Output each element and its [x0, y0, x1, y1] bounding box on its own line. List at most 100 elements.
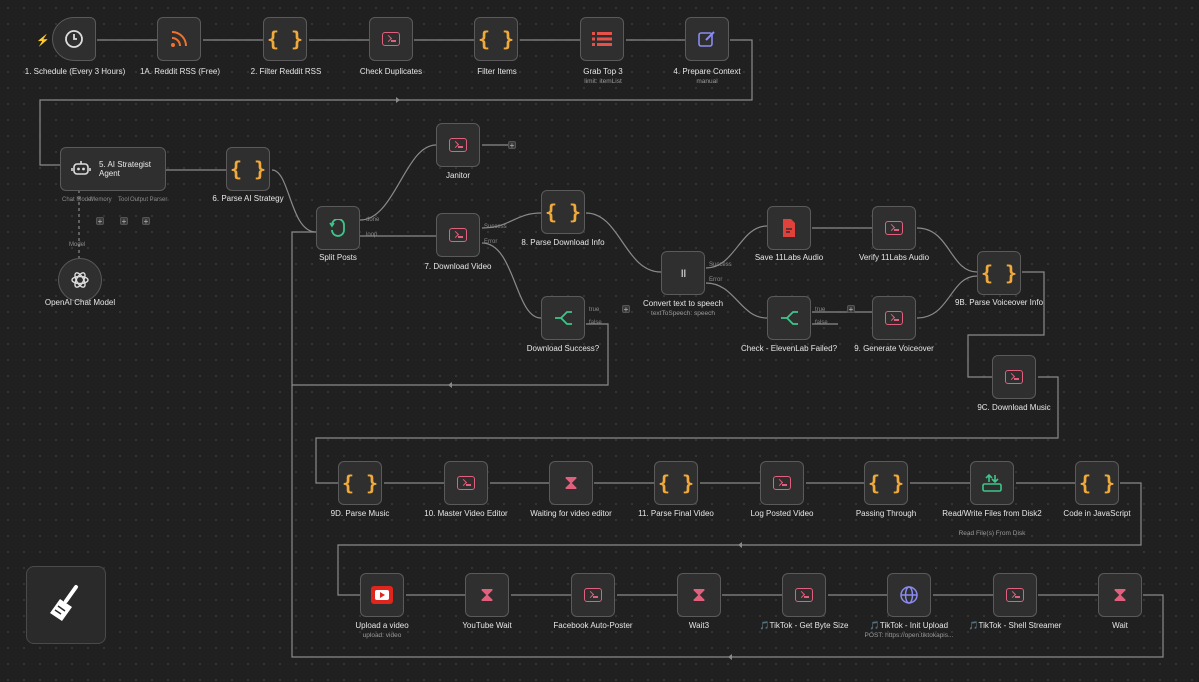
split-posts-node[interactable] — [316, 206, 360, 250]
port-tts-success: Success — [709, 262, 732, 268]
youtube-wait-node[interactable]: ⧗ — [465, 573, 509, 617]
check-eleven-label: Check - ElevenLab Failed? — [740, 344, 838, 353]
add-parser-button[interactable]: + — [142, 217, 150, 226]
tts-node[interactable]: ॥ — [661, 251, 705, 295]
list-icon — [592, 31, 612, 47]
code-js-label: Code in JavaScript — [1063, 509, 1131, 518]
master-editor-node[interactable] — [444, 461, 488, 505]
prepare-context-node[interactable] — [685, 17, 729, 61]
fb-poster-label: Facebook Auto-Poster — [553, 621, 633, 630]
passing-through-node[interactable]: { } — [864, 461, 908, 505]
split-posts-label: Split Posts — [319, 253, 357, 262]
model-port-label: Model — [69, 242, 86, 248]
clock-icon — [64, 29, 84, 49]
clean-canvas-button[interactable] — [26, 566, 106, 644]
download-success-node[interactable] — [541, 296, 585, 340]
gen-voiceover-node[interactable] — [872, 296, 916, 340]
port-done: done — [366, 217, 380, 223]
code-braces-icon: { } — [341, 471, 379, 495]
check-eleven-node[interactable] — [767, 296, 811, 340]
passing-through-label: Passing Through — [855, 509, 917, 518]
port-chat-model: Chat Model — [62, 197, 93, 203]
code-braces-icon: { } — [266, 27, 304, 51]
disk-icon — [982, 474, 1002, 492]
upload-video-sub: upload: video — [362, 632, 402, 639]
parse-music-node[interactable]: { } — [338, 461, 382, 505]
log-posted-label: Log Posted Video — [750, 509, 814, 518]
globe-icon — [899, 585, 919, 605]
port-tool: Tool — [118, 197, 130, 203]
code-braces-icon: { } — [1078, 471, 1116, 495]
parse-voiceover-label: 9B. Parse Voiceover Info — [954, 298, 1044, 307]
broom-icon — [46, 583, 86, 628]
upload-video-node[interactable] — [360, 573, 404, 617]
save-audio-node[interactable] — [767, 206, 811, 250]
save-audio-label: Save 11Labs Audio — [754, 253, 824, 262]
port-check-true: true — [815, 307, 826, 313]
check-duplicates-label: Check Duplicates — [359, 67, 423, 76]
tiktok-init-node[interactable] — [887, 573, 931, 617]
rw-files-node[interactable] — [970, 461, 1014, 505]
ai-agent-node[interactable]: 5. AI Strategist Agent — [60, 147, 166, 191]
add-tool-button[interactable]: + — [120, 217, 128, 226]
verify-audio-label: Verify 11Labs Audio — [858, 253, 930, 262]
port-tts-error: Error — [709, 277, 723, 283]
janitor-node[interactable] — [436, 123, 480, 167]
schedule-node[interactable] — [52, 17, 96, 61]
code-braces-icon: { } — [477, 27, 515, 51]
terminal-icon — [1005, 370, 1023, 384]
parse-voiceover-node[interactable]: { } — [977, 251, 1021, 295]
parse-download-node[interactable]: { } — [541, 190, 585, 234]
download-music-node[interactable] — [992, 355, 1036, 399]
waiting-editor-node[interactable]: ⧗ — [549, 461, 593, 505]
add-after-check-button[interactable]: + — [847, 305, 855, 314]
youtube-icon — [371, 586, 393, 604]
port-memory: Memory — [90, 197, 112, 203]
filter-items-label: Filter Items — [477, 67, 517, 76]
reddit-rss-label: 1A. Reddit RSS (Free) — [139, 67, 221, 76]
rw-files-label: Read/Write Files from Disk2 — [942, 509, 1042, 518]
fb-poster-node[interactable] — [571, 573, 615, 617]
check-duplicates-node[interactable] — [369, 17, 413, 61]
code-braces-icon: { } — [980, 261, 1018, 285]
wait-node[interactable]: ⧗ — [1098, 573, 1142, 617]
grab-top3-label: Grab Top 3 — [583, 67, 623, 76]
download-video-node[interactable] — [436, 213, 480, 257]
wait3-label: Wait3 — [688, 621, 710, 630]
edit-icon — [698, 30, 716, 48]
if-icon — [553, 309, 573, 327]
openai-model-node[interactable] — [58, 258, 102, 302]
tiktok-shell-node[interactable] — [993, 573, 1037, 617]
add-memory-button[interactable]: + — [96, 217, 104, 226]
log-posted-node[interactable] — [760, 461, 804, 505]
grab-top3-node[interactable] — [580, 17, 624, 61]
hourglass-icon: ⧗ — [479, 584, 495, 606]
port-loop: loop — [366, 232, 378, 238]
parse-download-label: 8. Parse Download Info — [521, 238, 605, 247]
add-after-janitor-button[interactable]: + — [508, 141, 516, 150]
tiktok-shell-label: 🎵TikTok - Shell Streamer — [968, 621, 1062, 630]
port-false: false — [589, 320, 602, 326]
rss-icon — [170, 30, 188, 48]
parse-ai-node[interactable]: { } — [226, 147, 270, 191]
parse-final-label: 11. Parse Final Video — [638, 509, 714, 518]
ai-agent-title: 5. AI Strategist Agent — [99, 159, 152, 178]
tiktok-init-label: 🎵TikTok - Init Upload — [869, 621, 949, 630]
pause-icon: ॥ — [679, 266, 687, 280]
waiting-editor-label: Waiting for video editor — [530, 509, 612, 518]
verify-audio-node[interactable] — [872, 206, 916, 250]
loop-icon — [328, 219, 348, 237]
port-error: Error — [484, 239, 498, 245]
wait3-node[interactable]: ⧗ — [677, 573, 721, 617]
filter-items-node[interactable]: { } — [474, 17, 518, 61]
reddit-rss-node[interactable] — [157, 17, 201, 61]
file-icon — [781, 218, 797, 238]
filter-reddit-node[interactable]: { } — [263, 17, 307, 61]
add-after-download-success-button[interactable]: + — [622, 305, 630, 314]
parse-final-node[interactable]: { } — [654, 461, 698, 505]
code-js-node[interactable]: { } — [1075, 461, 1119, 505]
grab-top3-sub: limit: itemList — [584, 78, 622, 85]
hourglass-icon: ⧗ — [691, 584, 707, 606]
tiktok-bytes-node[interactable] — [782, 573, 826, 617]
